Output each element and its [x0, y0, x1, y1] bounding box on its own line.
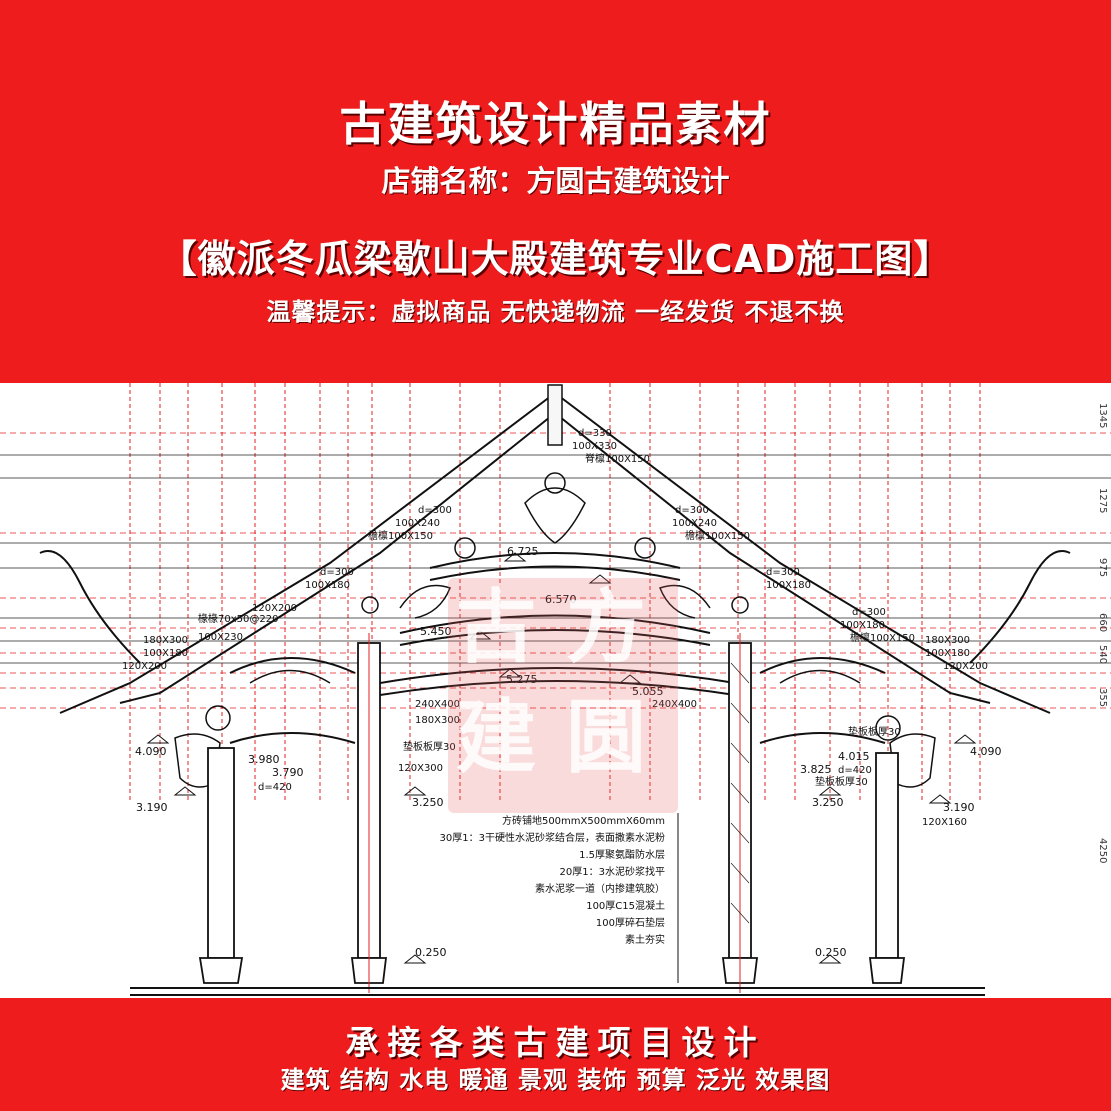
red-horizontal-lines	[0, 432, 1111, 709]
label-ridge-purlin: 脊檩100X150	[585, 452, 650, 465]
dim-100x230-left: 100X230	[198, 632, 243, 643]
cad-elevation: d=330 100X330 脊檩100X150 d=300 100X240 檐檩…	[0, 383, 1111, 996]
dim-100x240-left: 100X240	[395, 518, 440, 529]
elev-3980: 3.980	[248, 753, 280, 766]
shop-name: 店铺名称：方圆古建筑设计	[381, 164, 730, 198]
elev-3190-left: 3.190	[136, 801, 168, 814]
dim-d300-rr: d=300	[766, 567, 800, 578]
dim-d300-left: d=300	[418, 505, 452, 516]
floor-layer-2: 30厚1：3干硬性水泥砂浆结合层，表面撒素水泥粉	[440, 831, 665, 844]
label-purlin-r3: 檐檩100X150	[850, 631, 915, 644]
dim-100x180-r3: 100X180	[840, 620, 885, 631]
seal-char-3: 建	[456, 691, 536, 784]
dim-d300-r3: d=300	[852, 607, 886, 618]
elev-4090-left: 4.090	[135, 745, 167, 758]
dim-d420-left: d=420	[258, 782, 292, 793]
notice-text: 温馨提示：虚拟商品 无快递物流 一经发货 不退不换	[266, 298, 845, 326]
black-horizontal-lines	[0, 454, 1111, 664]
elev-4090-right: 4.090	[970, 745, 1002, 758]
watermark-seal: 古 方 建 圆	[448, 578, 678, 813]
elev-5275: 5.275	[506, 673, 538, 686]
floor-layer-8: 素土夯实	[625, 933, 665, 946]
vdim-1275: 1275	[1097, 488, 1108, 513]
floor-layer-3: 1.5厚聚氨酯防水层	[579, 848, 665, 861]
label-purlin-left: 檐檩100X150	[368, 529, 433, 542]
elev-3190-right: 3.190	[943, 801, 975, 814]
dim-120x160: 120X160	[922, 817, 967, 828]
floor-layer-6: 100厚C15混凝土	[586, 899, 665, 912]
elev-3250-left: 3.250	[412, 796, 444, 809]
vdim-1345: 1345	[1097, 403, 1108, 428]
header-band	[0, 0, 1111, 383]
vdim-4250: 4250	[1097, 838, 1108, 863]
dim-120x300: 120X300	[398, 763, 443, 774]
dim-120x200-left2: 120X200	[122, 661, 167, 672]
elev-0250-right: 0.250	[815, 946, 847, 959]
product-title: 【徽派冬瓜梁歇山大殿建筑专业CAD施工图】	[158, 237, 953, 281]
elev-5055: 5.055	[632, 685, 664, 698]
elev-3825: 3.825	[800, 763, 832, 776]
elev-3250-right: 3.250	[812, 796, 844, 809]
floor-layer-1: 方砖铺地500mmX500mmX60mm	[502, 814, 665, 827]
dim-100x180-ll: 100X180	[305, 580, 350, 591]
elev-0250-left: 0.250	[415, 946, 447, 959]
footer-band	[0, 998, 1111, 1111]
dim-240x400-left: 240X400	[415, 699, 460, 710]
dim-d330: d=330	[578, 428, 612, 439]
dim-100x180-left2: 100X180	[143, 648, 188, 659]
floor-layer-7: 100厚碎石垫层	[596, 916, 665, 929]
elev-6725: 6.725	[507, 545, 539, 558]
dim-120x200-right: 120X200	[943, 661, 988, 672]
roof-outline	[39, 392, 1071, 714]
dim-180x300-right: 180X300	[925, 635, 970, 646]
ridge-finial	[524, 384, 586, 544]
dim-120x200-top: 120X200	[252, 603, 297, 614]
dim-240x400-right: 240X400	[652, 699, 697, 710]
dim-180x300-left: 180X300	[143, 635, 188, 646]
vdim-975: 975	[1097, 558, 1108, 577]
seal-char-4: 圆	[566, 691, 646, 784]
elev-4015: 4.015	[838, 750, 870, 763]
elev-6570: 6.570	[545, 593, 577, 606]
elevation-markers	[146, 552, 977, 964]
column-hatch	[730, 662, 750, 924]
dim-d420-right: d=420	[838, 765, 872, 776]
dim-d300-ll: d=300	[320, 567, 354, 578]
label-board-right2: 垫板板厚30	[815, 775, 868, 788]
dim-180x300-left2: 180X300	[415, 715, 460, 726]
seal-char-1: 古	[456, 581, 536, 674]
cad-drawing: d=330 100X330 脊檩100X150 d=300 100X240 檐檩…	[0, 383, 1111, 998]
label-board-right: 垫板板厚30	[848, 725, 901, 738]
vdim-355: 355	[1097, 688, 1108, 707]
vdim-540: 540	[1097, 645, 1108, 664]
elev-5450: 5.450	[420, 625, 452, 638]
label-board-left: 垫板板厚30	[403, 740, 456, 753]
vdim-660: 660	[1097, 613, 1108, 632]
label-rafter: 椽椽70x50@220	[198, 612, 278, 625]
dim-100x240-right: 100X240	[672, 518, 717, 529]
dim-100x180-rr: 100X180	[766, 580, 811, 591]
dim-100x180-right: 100X180	[925, 648, 970, 659]
footer-services: 建筑 结构 水电 暖通 景观 装饰 预算 泛光 效果图	[280, 1066, 831, 1094]
floor-layer-5: 素水泥浆一道（内掺建筑胶）	[535, 882, 665, 895]
elev-3790: 3.790	[272, 766, 304, 779]
floor-layer-4: 20厚1：3水泥砂浆找平	[560, 865, 665, 878]
seal-char-2: 方	[566, 581, 646, 674]
beams	[229, 552, 886, 744]
dim-100x330: 100X330	[572, 441, 617, 452]
poster-title: 古建筑设计精品素材	[339, 97, 772, 151]
dim-d300-right: d=300	[675, 505, 709, 516]
label-purlin-right: 檐檩100X150	[685, 529, 750, 542]
ground-line	[130, 987, 985, 996]
footer-slogan: 承接各类古建项目设计	[345, 1023, 766, 1062]
column-center-lines	[368, 633, 741, 993]
